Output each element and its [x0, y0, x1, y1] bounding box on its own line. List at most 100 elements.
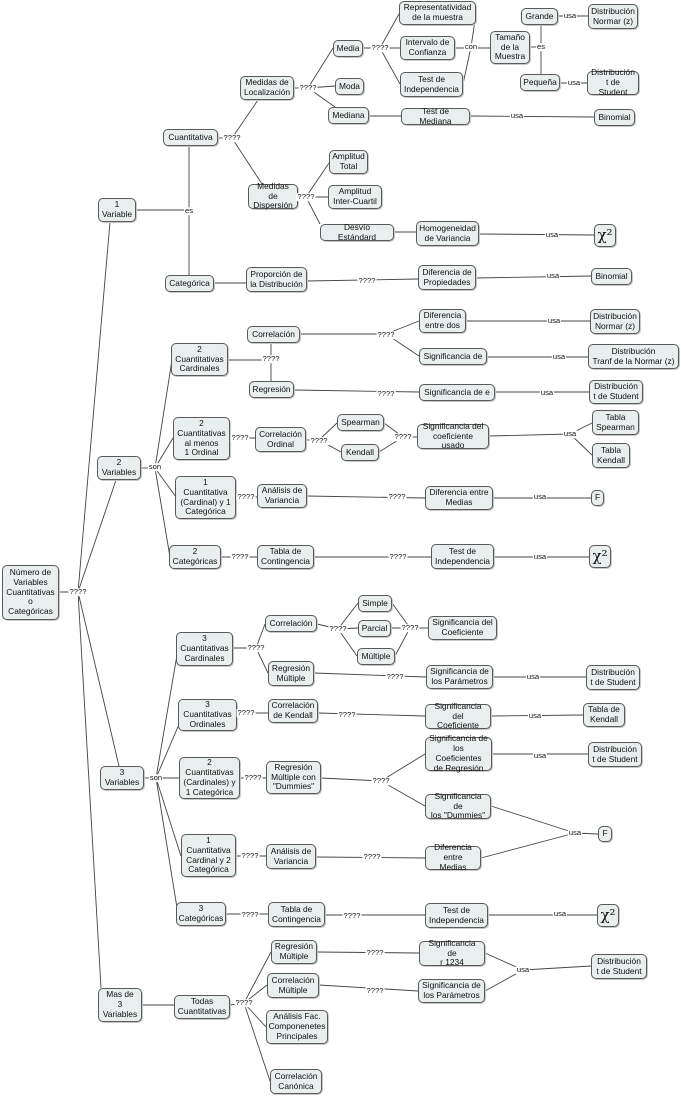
node-representatividad: Representatividad de la muestra — [399, 1, 476, 25]
link-label-q: ???? — [342, 911, 362, 921]
node-3-cuant-ordinales: 3 Cuantitativas Ordinales — [178, 699, 237, 731]
link-label-q: ???? — [376, 389, 396, 399]
link-label-usa: usa — [525, 672, 541, 682]
connector-line — [469, 115, 595, 118]
connector-line — [155, 648, 179, 779]
node-moda: Moda — [335, 78, 364, 95]
node-test-independencia-3: Test de Independencia — [425, 903, 488, 928]
node-tamano-muestra: Tamaño de la Muestra — [490, 31, 530, 64]
node-test-independencia-1: Test de Independencia — [400, 72, 463, 97]
connector-line — [379, 13, 400, 49]
link-label-es: es — [535, 42, 547, 52]
link-label-q: ???? — [370, 43, 390, 53]
node-multiple: Múltiple — [357, 648, 395, 665]
connector-line — [478, 233, 595, 236]
node-2-cuant-ordinal: 2 Cuantitativas al menos 1 Ordinal — [173, 417, 230, 460]
link-label-q: ???? — [328, 624, 348, 634]
link-label-q: ???? — [387, 492, 407, 502]
link-label-usa: usa — [562, 429, 578, 439]
node-tabla-kendall-1: Tabla Kendall — [592, 443, 630, 468]
node-chi-square-1: χ² — [594, 224, 616, 247]
node-binomial-2: Binomial — [591, 268, 632, 285]
node-1-cuant-2-cat: 1 Cuantitativa Cardinal y 2 Categórica — [181, 834, 236, 877]
node-test-independencia-2: Test de Independencia — [431, 544, 494, 569]
node-1-variable: 1 Variable — [98, 198, 136, 222]
node-regresion-dummies: Regresión Múltiple con "Dummies" — [266, 761, 321, 794]
connector-line — [379, 47, 401, 85]
node-chi-square-3: χ² — [597, 904, 619, 927]
connector-line — [155, 777, 182, 857]
node-parcial: Parcial — [358, 620, 391, 637]
node-signif-coeficiente-3: Significancia del Coeficiente — [428, 616, 497, 640]
node-spearman: Spearman — [337, 414, 384, 431]
node-2-cuant-1-cat: 2 Cuantitativas (Cardinales) y 1 Categór… — [179, 757, 240, 799]
connector-line — [488, 433, 571, 437]
link-label-q: ???? — [68, 587, 88, 597]
link-label-es: es — [183, 206, 195, 216]
connector-line — [243, 1002, 267, 1028]
node-regresion: Regresión — [249, 381, 294, 398]
node-mas-de-3-variables: Mas de 3 Variables — [98, 988, 142, 1022]
link-label-usa: usa — [515, 965, 531, 975]
connector-line — [305, 196, 321, 225]
node-correlacion-1: Correlación — [247, 326, 300, 343]
connector-line — [154, 467, 177, 498]
link-label-son: son — [147, 462, 163, 472]
link-label-usa: usa — [552, 909, 568, 919]
link-label-con: con — [463, 42, 479, 52]
link-label-q: ???? — [236, 708, 256, 718]
connector-line — [380, 780, 426, 807]
node-signif-r1234: Significancia de r 1234 — [419, 938, 485, 967]
link-label-q: ???? — [222, 133, 242, 143]
connector-line — [394, 627, 411, 657]
node-2-cuant-cardinales: 2 Cuantitativas Cardinales — [171, 343, 228, 376]
node-grande: Grande — [521, 8, 558, 25]
node-distribucion-normal-z-2: Distribución Normar (z) — [590, 309, 640, 334]
link-label-usa: usa — [544, 230, 560, 240]
connector-line — [475, 275, 592, 279]
node-1-cuant-1-cat: 1 Cuantitativa (Cardinal) y 1 Categórica — [175, 476, 236, 519]
link-label-usa: usa — [546, 316, 562, 326]
link-label-q: ???? — [236, 492, 256, 502]
node-diferencia-propiedades: Diferencia de Propiedades — [418, 265, 476, 290]
link-label-usa: usa — [532, 552, 548, 562]
node-binomial-1: Binomial — [594, 109, 635, 126]
link-label-q: ???? — [234, 998, 254, 1008]
connector-line — [462, 46, 472, 85]
node-2-variables: 2 Variables — [97, 456, 141, 480]
node-tabla-kendall-2: Tabla de Kendall — [583, 703, 625, 727]
connector-line — [307, 47, 334, 89]
link-label-usa: usa — [539, 388, 555, 398]
connector-line — [337, 628, 358, 657]
node-3-cuant-cardinales: 3 Cuantitativas Cardinales — [176, 632, 233, 666]
node-cuantitativa: Cuantitativa — [163, 129, 218, 146]
connector-line — [293, 389, 420, 393]
node-2-categoricas: 2 Categóricas — [169, 545, 221, 569]
node-distribucion-t-student-3: Distribución t de Student — [586, 665, 640, 690]
node-f-1: F — [591, 490, 604, 506]
node-signif-dummies: Significancia de los "Dummies" — [425, 791, 491, 820]
link-label-q: ???? — [261, 354, 281, 364]
connector-line — [77, 221, 111, 593]
connector-line — [522, 965, 592, 971]
link-label-usa: usa — [551, 352, 567, 362]
node-significancia-de-1: Significancia de — [419, 348, 487, 365]
connector-line — [255, 623, 266, 649]
node-pequena: Pequeña — [520, 74, 560, 91]
node-distribucion-t-student-1: Distribución t de Student — [587, 67, 639, 97]
node-analisis-variancia-2: Análisis de Variancia — [266, 844, 316, 869]
connector-line — [391, 602, 411, 629]
node-proporcion-distribucion: Proporción de la Distribución — [246, 267, 307, 292]
node-medidas-dispersion: Medidas de Dispersión — [248, 181, 298, 210]
node-simple: Simple — [358, 595, 392, 612]
node-regresion-multiple-1: Regresión Múltiple — [268, 661, 314, 686]
connector-line — [77, 591, 120, 767]
link-label-q: ???? — [400, 623, 420, 633]
connector-line — [154, 437, 174, 469]
node-homogeneidad-variancia: Homogeneidad de Variancia — [416, 221, 479, 246]
link-label-q: ???? — [376, 330, 396, 340]
node-distribucion-normal-z-1: Distribución Normar (z) — [588, 4, 638, 29]
connector-line — [231, 99, 259, 139]
